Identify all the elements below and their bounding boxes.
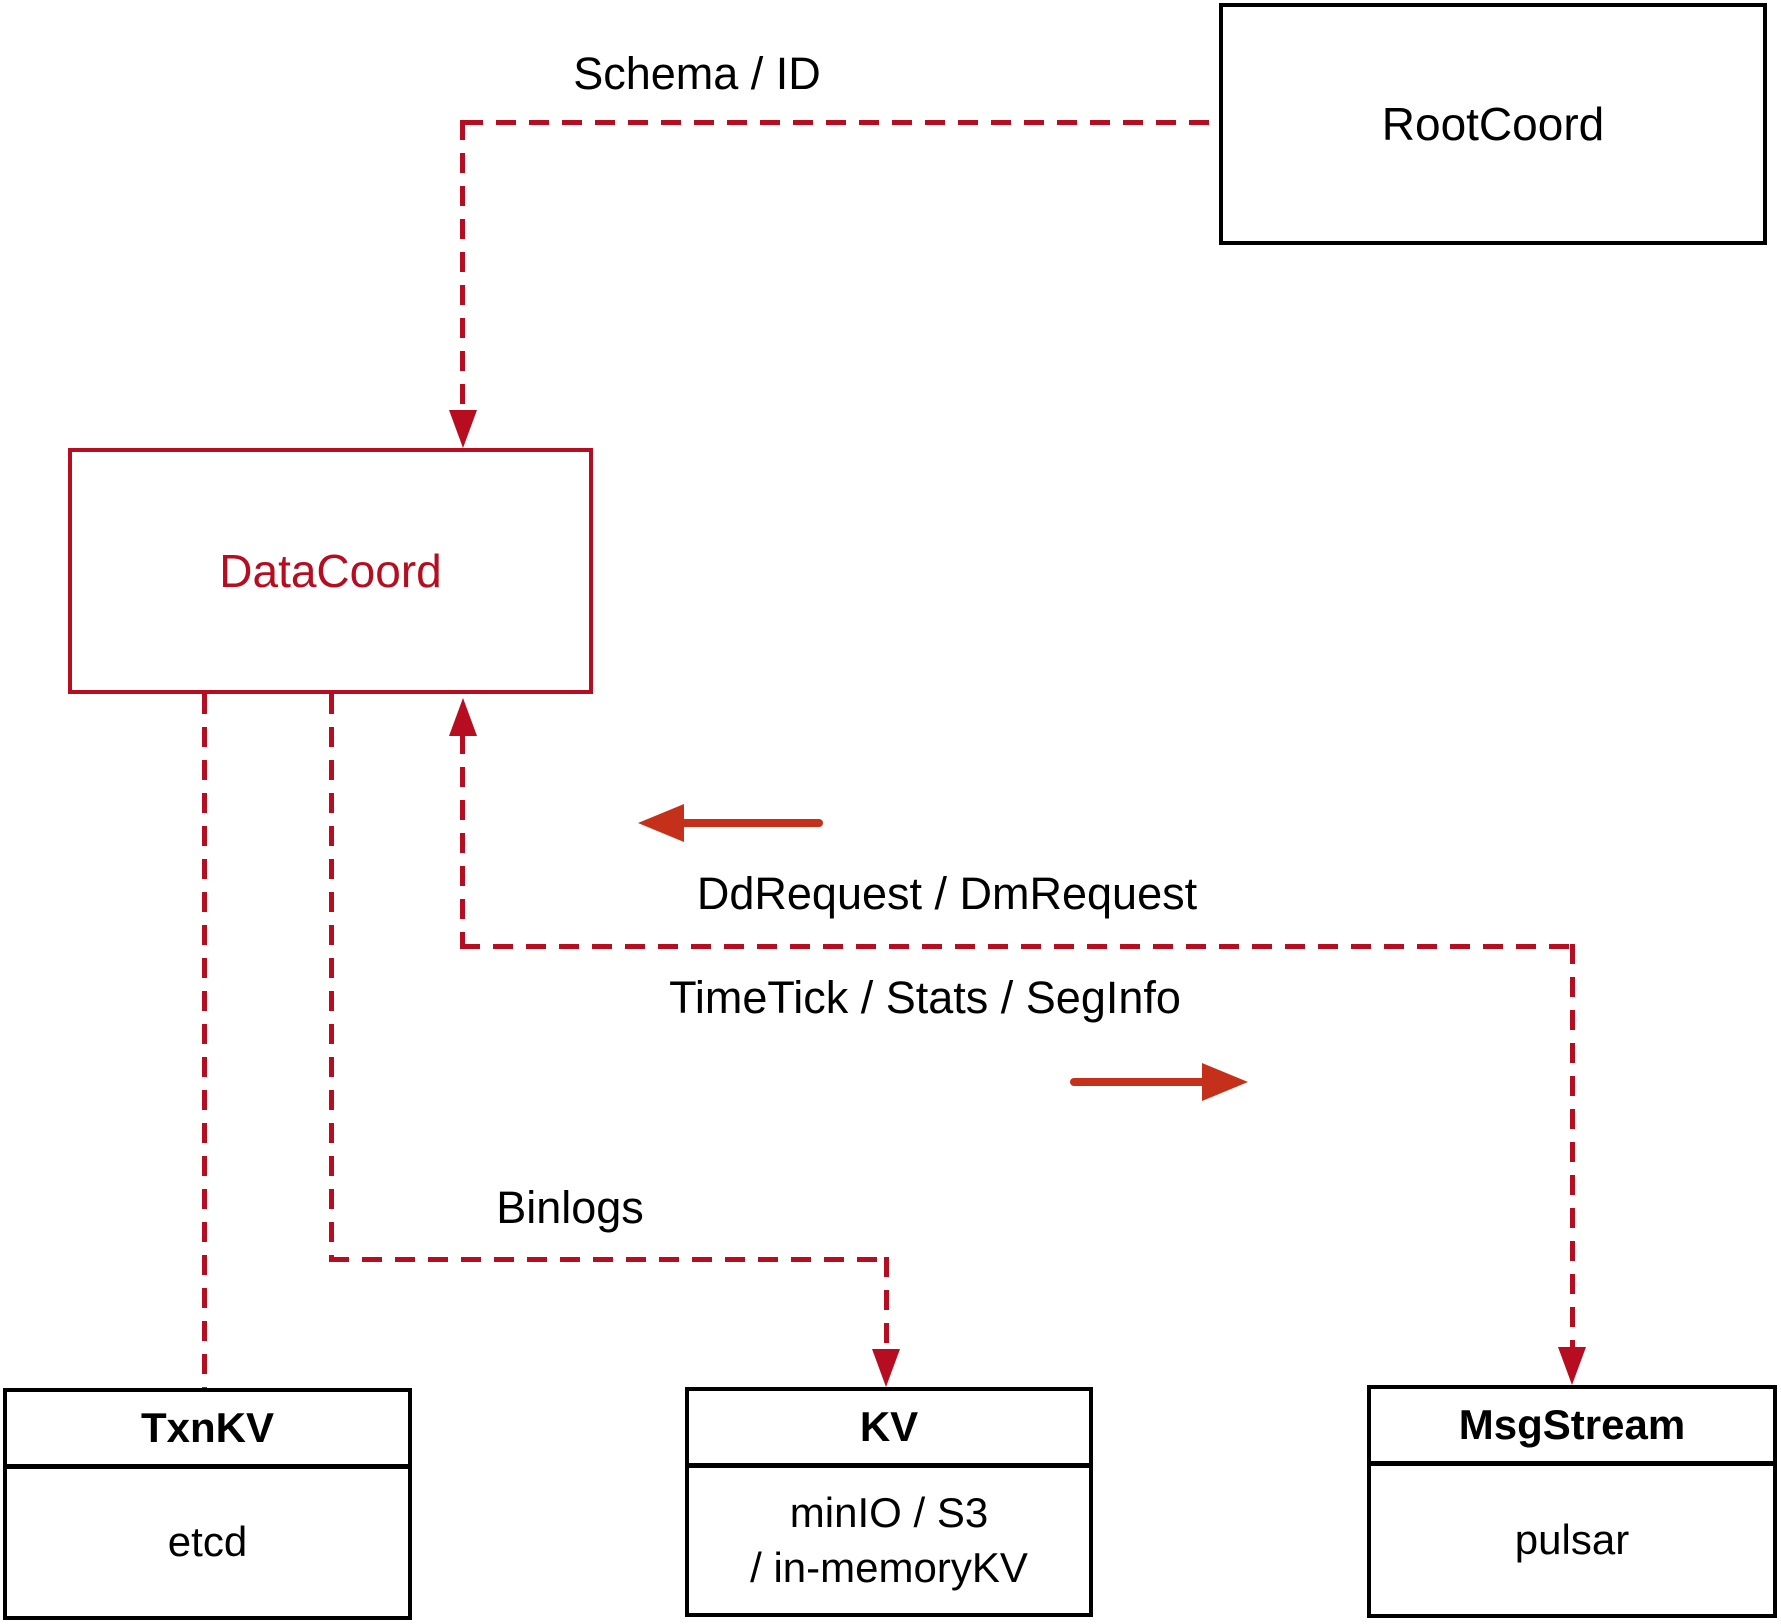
msgstream-line-horizontal [460, 944, 1575, 949]
dd-dm-request-label: DdRequest / DmRequest [696, 868, 1198, 919]
binlogs-line-horizontal [329, 1257, 889, 1262]
schema-id-line-vertical [460, 120, 465, 412]
schema-id-line-horizontal [463, 120, 1219, 125]
binlogs-label: Binlogs [496, 1182, 644, 1233]
datacoord-label: DataCoord [219, 545, 442, 597]
timetick-stats-seginfo-label: TimeTick / Stats / SegInfo [669, 972, 1181, 1023]
kv-title: KV [689, 1391, 1089, 1468]
binlogs-line-vertical-2 [884, 1257, 889, 1351]
msgstream-line-vertical-2 [1570, 944, 1575, 1351]
txnkv-body: etcd [167, 1518, 248, 1566]
msgstream-line-vertical-1 [460, 734, 465, 948]
left-direction-arrow-icon [638, 804, 684, 842]
right-direction-arrow-shaft [1070, 1078, 1215, 1086]
rootcoord-label: RootCoord [1381, 98, 1605, 150]
arrowhead-down-into-datacoord-icon [449, 410, 477, 448]
node-txnkv: TxnKV etcd [3, 1388, 412, 1620]
datacoord-txnkv-line-vertical [202, 694, 207, 1388]
arrowhead-up-into-datacoord-icon [449, 698, 477, 736]
kv-body-line-2: / in-memoryKV [750, 1543, 1028, 1591]
right-direction-arrow-icon [1202, 1063, 1248, 1101]
msgstream-body: pulsar [1514, 1515, 1630, 1563]
txnkv-title: TxnKV [7, 1392, 408, 1469]
node-msgstream: MsgStream pulsar [1367, 1385, 1777, 1618]
kv-body-line-1: minIO / S3 [789, 1488, 989, 1536]
arrowhead-down-into-msgstream-icon [1558, 1347, 1586, 1385]
msgstream-title: MsgStream [1371, 1389, 1773, 1466]
binlogs-line-vertical-1 [329, 694, 334, 1262]
arrowhead-down-into-kv-icon [872, 1349, 900, 1387]
node-kv: KV minIO / S3 / in-memoryKV [685, 1387, 1093, 1617]
node-rootcoord: RootCoord [1219, 3, 1767, 245]
left-direction-arrow-shaft [678, 819, 823, 827]
node-datacoord: DataCoord [68, 448, 593, 694]
schema-id-label: Schema / ID [573, 48, 821, 99]
